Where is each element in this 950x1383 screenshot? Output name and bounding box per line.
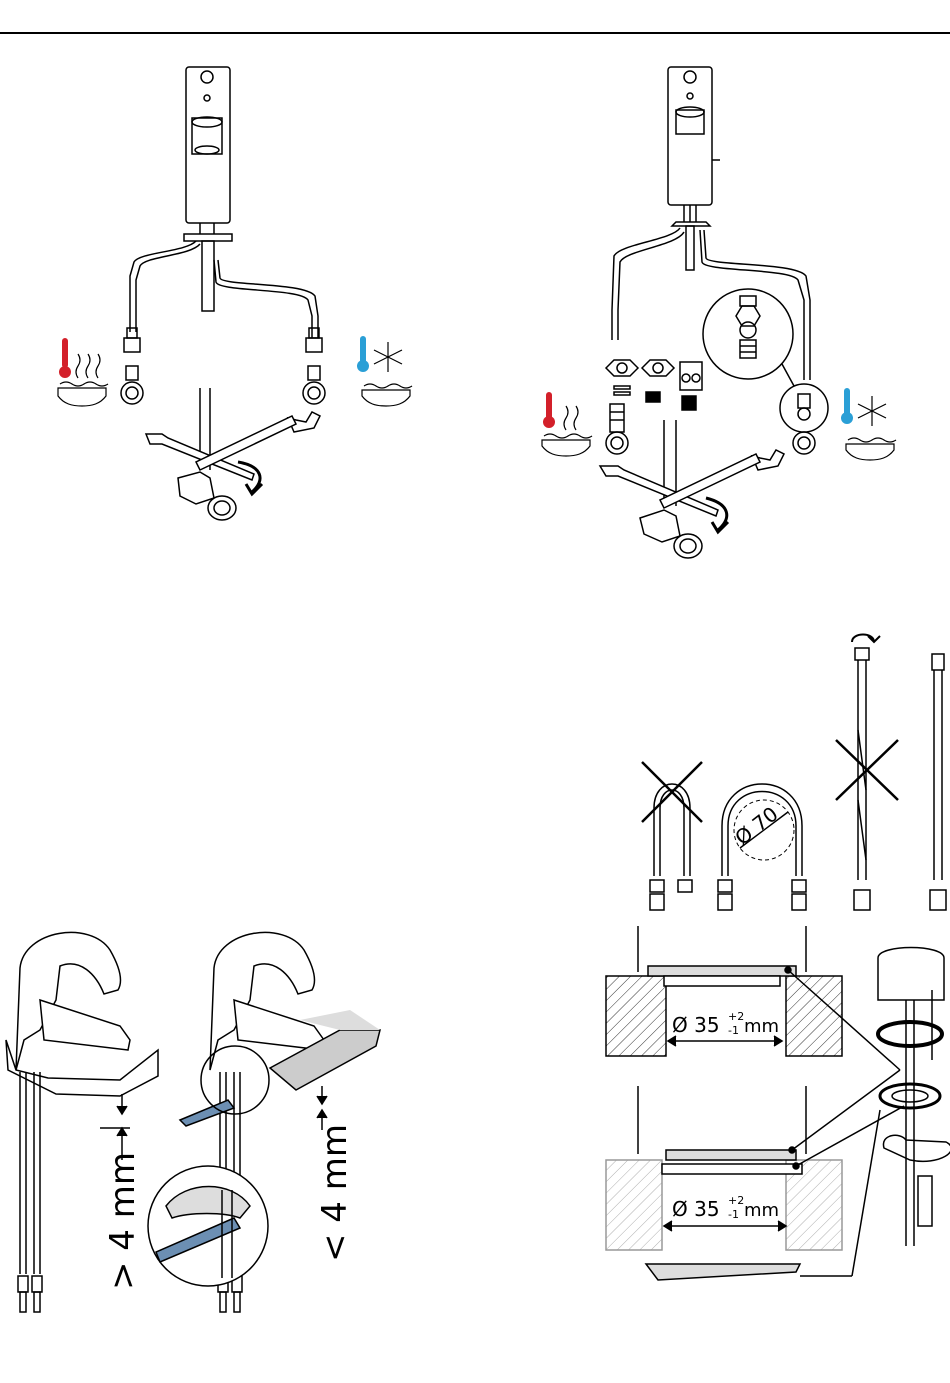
- hole-diameter-top: Ø 35: [672, 1013, 720, 1037]
- hole-diameter-bottom-tol-minus: -1: [728, 1208, 739, 1221]
- hole-diameter-bottom: Ø 35: [672, 1197, 720, 1221]
- wrench-icon: [146, 412, 320, 480]
- hole-diameter-top-tol-minus: -1: [728, 1024, 739, 1037]
- thermometer-hot-icon: [58, 338, 108, 406]
- mounting-kit: [878, 948, 950, 1247]
- hole-diameter-bottom-unit: mm: [744, 1200, 779, 1221]
- hole-diameter-top-tol-plus: +2: [728, 1010, 744, 1023]
- bend-diameter-label: Ø 70: [730, 802, 782, 850]
- hole-diameter-top-unit: mm: [744, 1016, 779, 1037]
- hole-diameter-bottom-tol-plus: +2: [728, 1194, 744, 1207]
- gap-label-less: < 4 mm: [315, 1124, 355, 1262]
- thermometer-cold-snowflake-icon: [357, 336, 412, 406]
- thermometer-hot-icon: [542, 392, 592, 456]
- thermometer-cold-snowflake-icon: [841, 388, 896, 460]
- gap-label-greater: > 4 mm: [103, 1152, 143, 1290]
- panel-hose-bending: [650, 635, 946, 911]
- wrench-icon: [600, 450, 784, 516]
- sink-cross-section: [606, 926, 904, 1280]
